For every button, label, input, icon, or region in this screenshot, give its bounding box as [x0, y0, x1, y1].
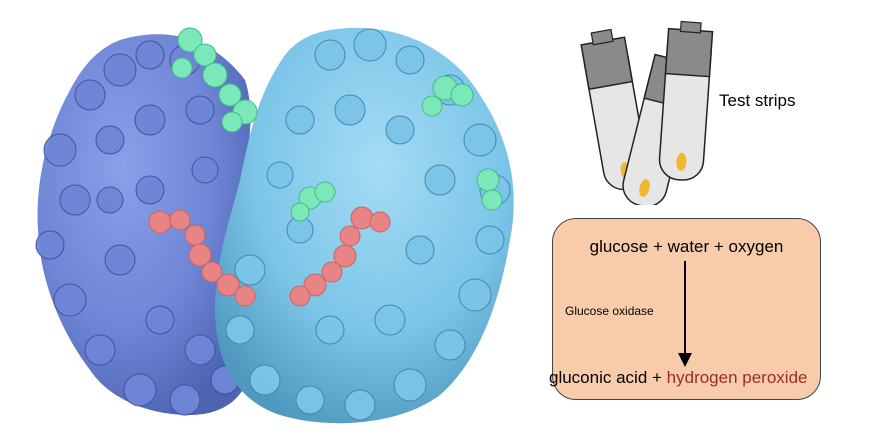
reactants-text: glucose + water + oxygen — [589, 237, 784, 256]
protein-chain-a — [35, 34, 251, 416]
reaction-arrow-icon — [678, 261, 692, 367]
test-strip-right — [658, 20, 714, 181]
product-gluconic-acid: gluconic acid — [549, 368, 648, 387]
product-hydrogen-peroxide: hydrogen peroxide — [666, 368, 808, 387]
reaction-box: glucose + water + oxygen Glucose oxidase… — [549, 218, 821, 400]
fad-cofactors — [148, 206, 391, 307]
test-strips-label: Test strips — [719, 91, 796, 110]
test-strips-illustration — [580, 20, 714, 205]
enzyme-label: Glucose oxidase — [565, 304, 654, 318]
products-text: gluconic acid + hydrogen peroxide — [549, 368, 807, 388]
glycan-chains — [171, 27, 503, 222]
products-plus: + — [647, 368, 667, 387]
glucose-oxidase-protein-illustration — [35, 27, 514, 424]
